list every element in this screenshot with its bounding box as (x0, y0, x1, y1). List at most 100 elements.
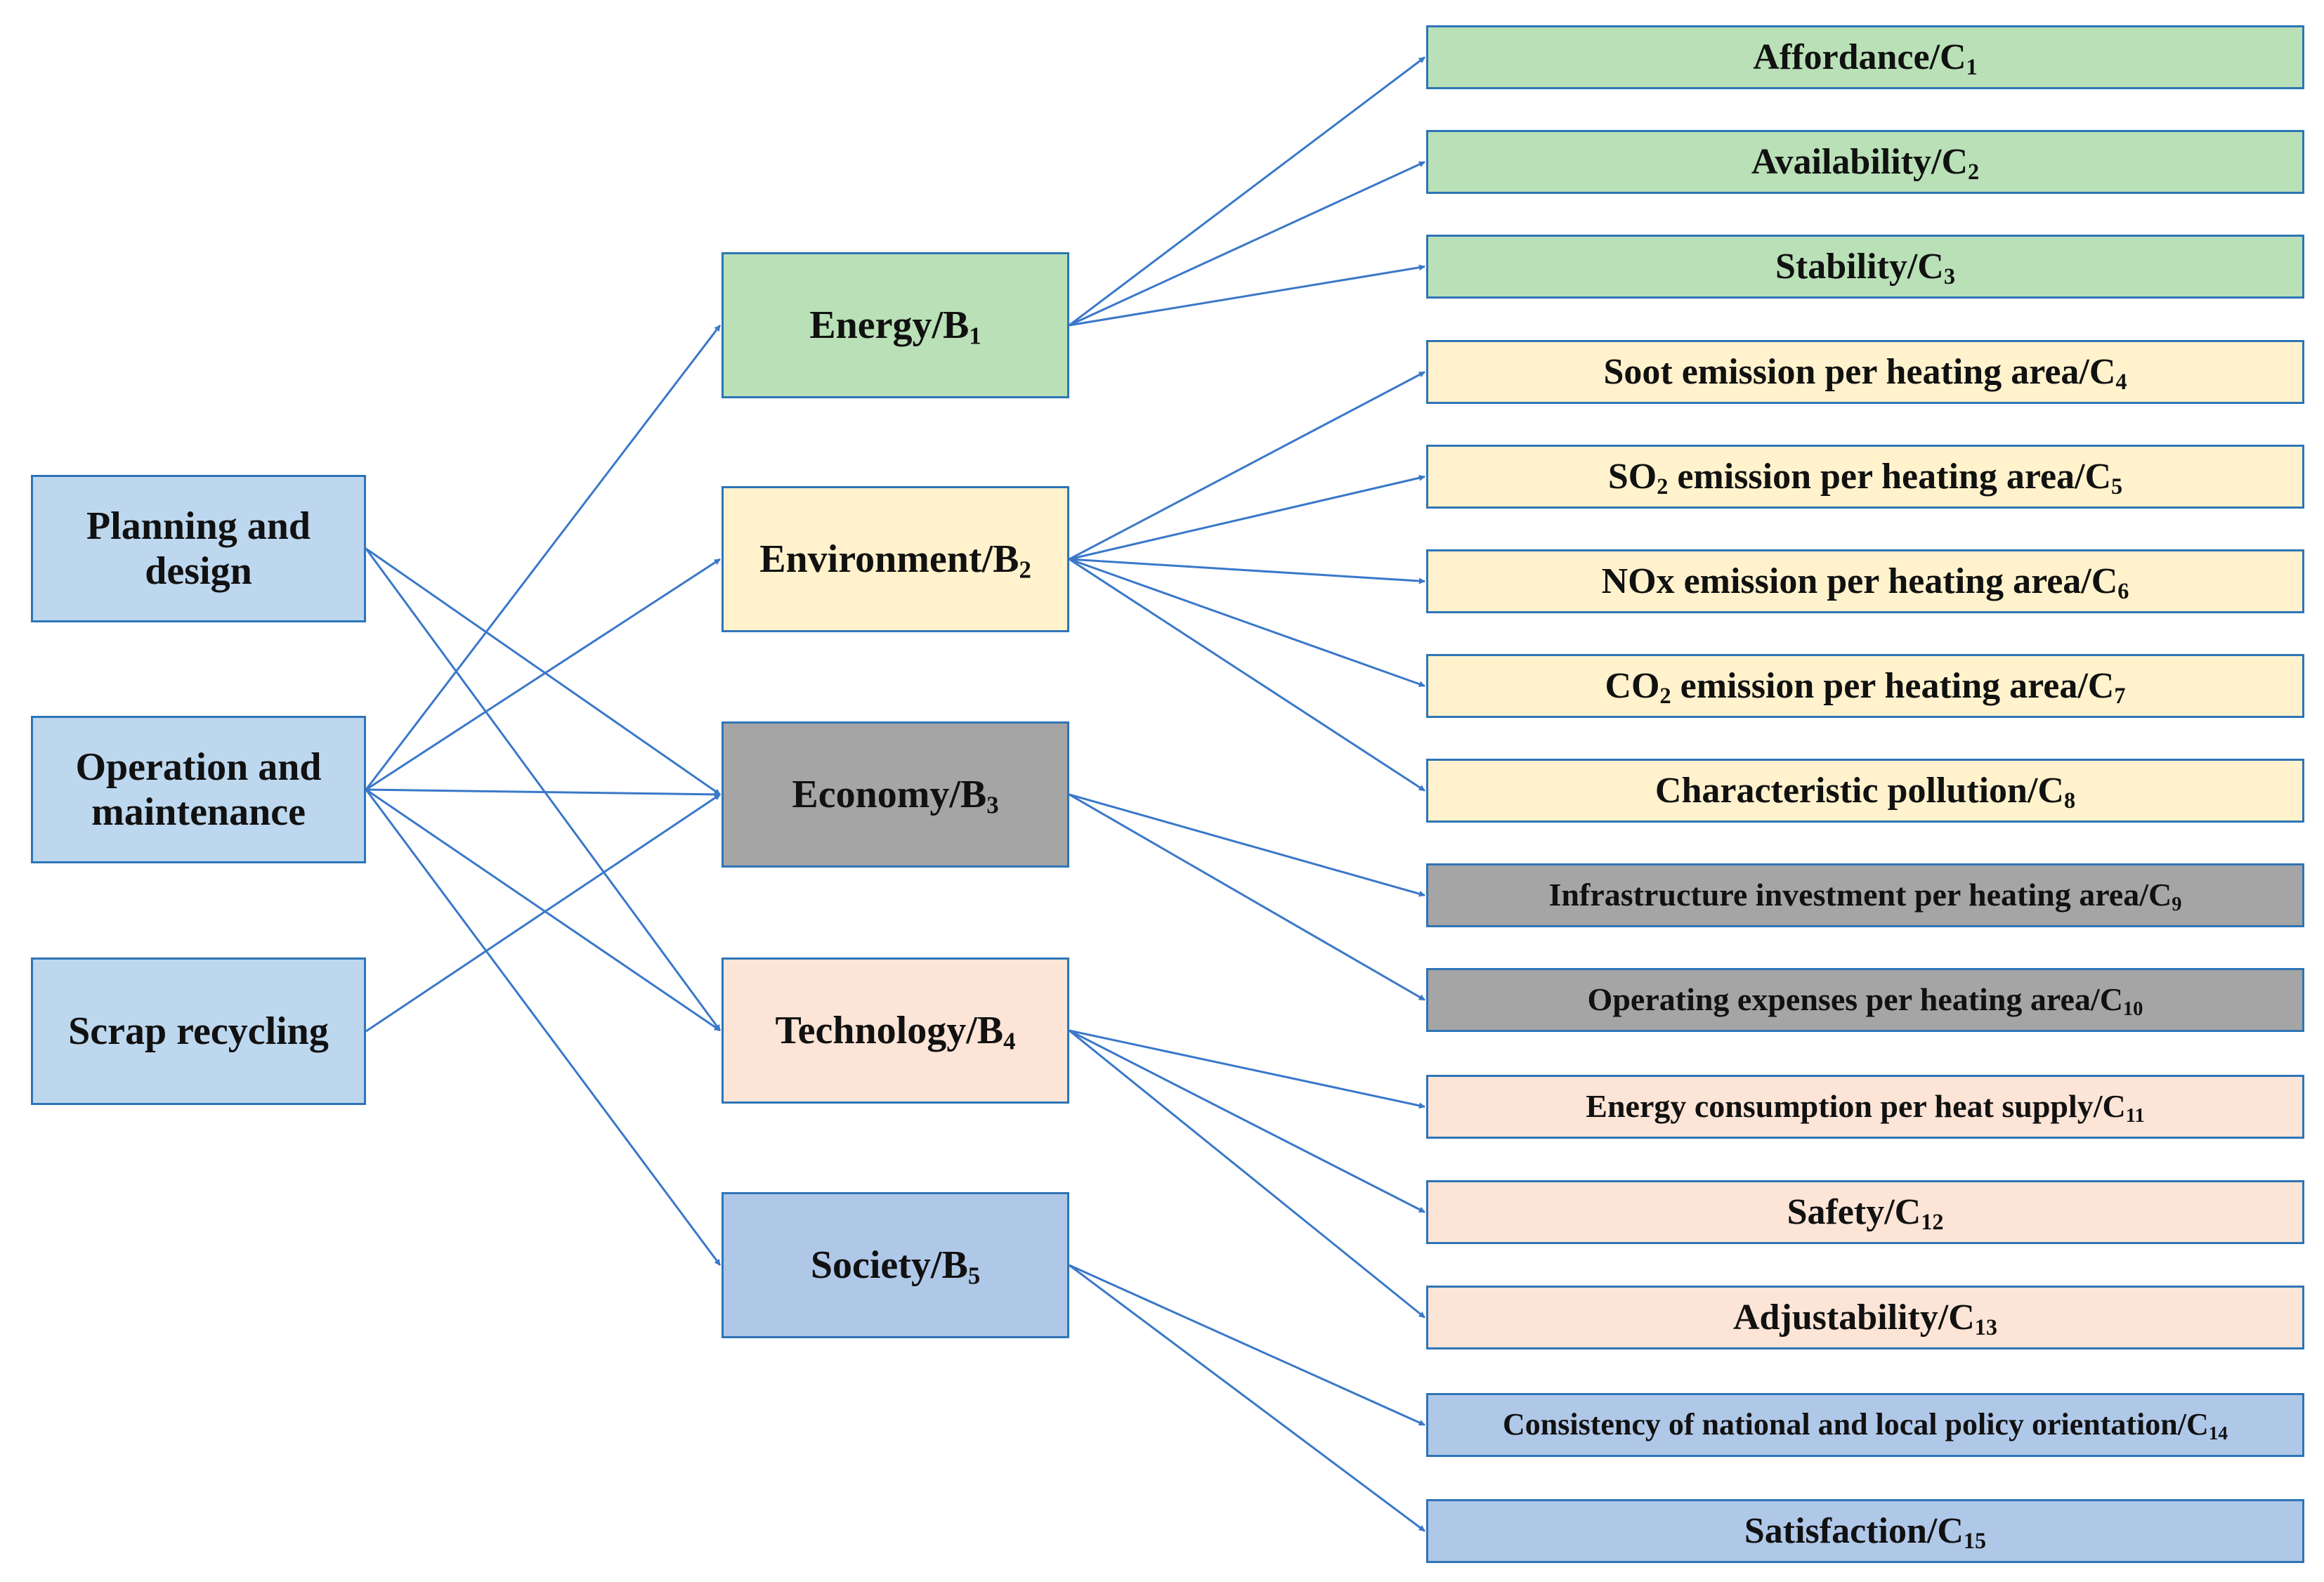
arrow-b2-c6 (1069, 558, 1425, 584)
indicator-label-text: SO (1607, 456, 1657, 497)
indicator-label-subscript: 9 (2172, 894, 2182, 916)
arrow-b1-c3 (1069, 264, 1425, 327)
indicator-label-text: Infrastructure investment per heating ar… (1548, 877, 2172, 913)
arrow-b3-c9 (1069, 793, 1425, 897)
criterion-box-b1: Energy/B1 (722, 252, 1069, 398)
criterion-box-b5: Society/B5 (722, 1192, 1069, 1338)
arrow-a1-b3 (365, 547, 721, 796)
stage-label: Operation and maintenance (75, 745, 322, 834)
arrow-b4-c13 (1069, 1029, 1425, 1319)
indicator-label-subscript: 2 (1657, 473, 1669, 499)
indicator-label: Satisfaction/C15 (1744, 1510, 1986, 1552)
indicator-label: Soot emission per heating area/C4 (1603, 351, 2127, 393)
indicator-label-text: Availability/C (1751, 141, 1969, 182)
indicator-label-subscript: 7 (2114, 682, 2126, 708)
indicator-label-subscript: 4 (2115, 368, 2127, 394)
criterion-label: Society/B5 (811, 1243, 980, 1288)
indicator-label-text: Adjustability/C (1732, 1297, 1975, 1338)
criterion-label-subscript: 1 (969, 322, 981, 350)
indicator-label-text: Operating expenses per heating area/C (1587, 981, 2123, 1018)
arrow-b1-c2 (1069, 161, 1425, 327)
arrow-b2-c5 (1069, 474, 1425, 561)
criterion-label-text: Society/B (810, 1243, 968, 1287)
indicator-label: NOx emission per heating area/C6 (1602, 561, 2129, 603)
criterion-label: Technology/B4 (775, 1008, 1016, 1055)
indicator-label-subscript: 2 (1968, 158, 1980, 184)
indicator-label-text: emission per heating area/C (1668, 456, 2112, 497)
criterion-label-text: Energy/B (809, 303, 970, 347)
arrow-b1-c1 (1069, 56, 1425, 327)
arrow-b5-c15 (1069, 1264, 1425, 1532)
arrow-b4-c12 (1069, 1029, 1425, 1213)
criterion-label-subscript: 4 (1003, 1027, 1016, 1055)
arrow-a2-b2 (365, 558, 721, 791)
indicator-label-subscript: 15 (1963, 1527, 1987, 1553)
indicator-box-c4: Soot emission per heating area/C4 (1426, 340, 2304, 404)
indicator-label-subscript: 10 (2122, 998, 2143, 1021)
indicator-label: Availability/C2 (1751, 141, 1979, 183)
indicator-box-c9: Infrastructure investment per heating ar… (1426, 863, 2304, 927)
arrow-a3-b3 (365, 793, 721, 1033)
indicator-label-text: NOx emission per heating area/C (1601, 561, 2118, 601)
arrow-a2-b1 (365, 325, 722, 790)
indicator-label: Infrastructure investment per heating ar… (1548, 877, 2182, 916)
indicator-box-c14: Consistency of national and local policy… (1426, 1393, 2304, 1457)
indicator-label-subscript: 8 (2063, 787, 2076, 813)
arrow-a2-b5 (365, 789, 722, 1266)
indicator-label-text: Satisfaction/C (1744, 1510, 1964, 1551)
indicator-label: CO2 emission per heating area/C7 (1605, 665, 2126, 707)
indicator-label: Operating expenses per heating area/C10 (1588, 981, 2143, 1019)
indicator-label-subscript: 1 (1966, 53, 1978, 79)
criterion-label: Energy/B1 (809, 303, 981, 348)
indicator-box-c6: NOx emission per heating area/C6 (1426, 549, 2304, 613)
indicator-box-c12: Safety/C12 (1426, 1180, 2304, 1244)
arrow-b2-c8 (1069, 558, 1425, 792)
arrow-b2-c7 (1069, 558, 1425, 688)
arrow-a2-b4 (365, 788, 721, 1032)
stage-box-a2: Operation and maintenance (31, 716, 366, 863)
criterion-label: Environment/B2 (759, 537, 1031, 582)
criterion-box-b4: Technology/B4 (722, 957, 1069, 1104)
indicator-box-c8: Characteristic pollution/C8 (1426, 759, 2304, 823)
criterion-label-subscript: 5 (967, 1262, 981, 1290)
indicator-label-text: CO (1605, 665, 1660, 706)
indicator-label: Affordance/C1 (1753, 37, 1977, 79)
criterion-label-subscript: 2 (1019, 556, 1031, 584)
indicator-label-text: Characteristic pollution/C (1654, 770, 2064, 811)
indicator-label-text: emission per heating area/C (1671, 665, 2115, 706)
indicator-label-subscript: 2 (1659, 682, 1671, 708)
indicator-label-subscript: 3 (1943, 263, 1955, 289)
indicator-box-c1: Affordance/C1 (1426, 25, 2304, 89)
indicator-box-c3: Stability/C3 (1426, 235, 2304, 299)
stage-box-a3: Scrap recycling (31, 957, 366, 1105)
arrow-b2-c4 (1069, 371, 1425, 561)
indicator-box-c15: Satisfaction/C15 (1426, 1499, 2304, 1563)
criterion-label-text: Technology/B (775, 1008, 1004, 1052)
indicator-label: Energy consumption per heat supply/C11 (1586, 1088, 2145, 1127)
indicator-box-c10: Operating expenses per heating area/C10 (1426, 968, 2304, 1032)
indicator-box-c5: SO2 emission per heating area/C5 (1426, 445, 2304, 509)
indicator-label-text: Stability/C (1775, 246, 1944, 287)
stage-label: Scrap recycling (68, 1009, 329, 1053)
indicator-label-text: Consistency of national and local policy… (1503, 1407, 2209, 1442)
indicator-label-subscript: 5 (2111, 473, 2123, 499)
indicator-label-subscript: 13 (1974, 1314, 1998, 1340)
indicator-label-text: Energy consumption per heat supply/C (1586, 1088, 2126, 1125)
indicator-label: Characteristic pollution/C8 (1655, 770, 2075, 812)
arrow-b5-c14 (1069, 1264, 1425, 1426)
indicator-label-text: Affordance/C (1753, 37, 1966, 77)
criterion-box-b3: Economy/B3 (722, 721, 1069, 868)
criterion-box-b2: Environment/B2 (722, 486, 1069, 632)
indicator-label: SO2 emission per heating area/C5 (1608, 456, 2122, 498)
indicator-label-subscript: 6 (2117, 577, 2129, 603)
criterion-label: Economy/B3 (792, 772, 998, 818)
indicator-box-c2: Availability/C2 (1426, 130, 2304, 194)
indicator-label-subscript: 11 (2125, 1105, 2145, 1127)
arrow-a2-b3 (365, 788, 721, 798)
criterion-label-text: Economy/B (792, 772, 987, 816)
indicator-label: Consistency of national and local policy… (1503, 1407, 2228, 1443)
indicator-label: Stability/C3 (1775, 246, 1955, 288)
indicator-box-c13: Adjustability/C13 (1426, 1286, 2304, 1349)
